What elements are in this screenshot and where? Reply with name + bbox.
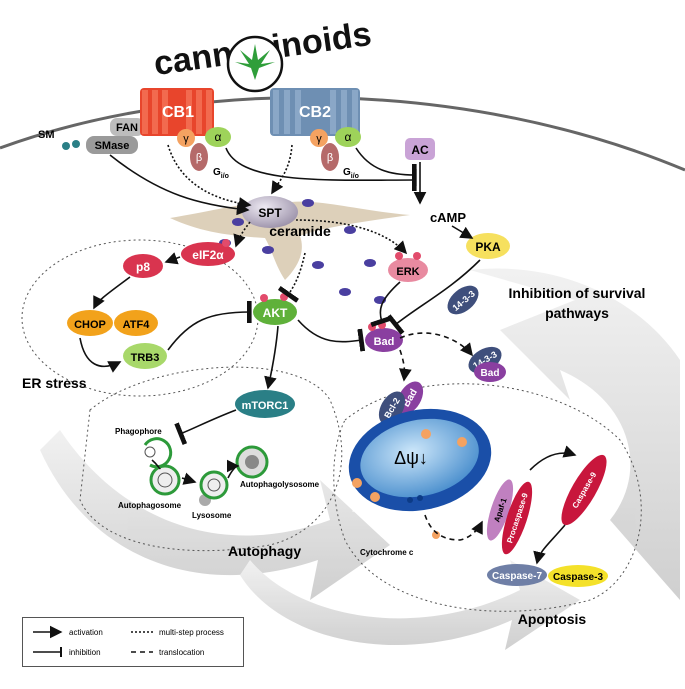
cb2-gio-label: Gi/o <box>343 167 359 180</box>
ac-label: AC <box>411 143 429 157</box>
cb2-beta-label: β <box>327 152 333 164</box>
inhibition-label-line2: pathways <box>545 305 609 321</box>
mtorc1-node <box>235 390 295 418</box>
delta-psi-label: Δψ↓ <box>394 448 428 468</box>
spt-node <box>242 196 298 228</box>
akt-label: AKT <box>263 306 288 320</box>
sm-label: SM <box>38 129 55 141</box>
cb2-alpha-subunit <box>335 127 361 147</box>
smase-box <box>86 136 138 154</box>
cb2-label: CB2 <box>299 104 331 121</box>
phospho-erk-1 <box>395 252 403 260</box>
legend-activation-label: activation <box>69 628 103 637</box>
caspase3-label: Caspase-3 <box>553 572 603 583</box>
caspase9-node <box>561 454 607 526</box>
caspase7-node <box>487 564 547 586</box>
spt-label: SPT <box>258 206 282 220</box>
bad-label: Bad <box>374 336 395 348</box>
phagophore-icon <box>143 437 173 469</box>
mitochondrion <box>348 408 492 512</box>
cb2-receptor <box>270 88 360 136</box>
fan-box <box>110 118 144 136</box>
phospho-bad-2 <box>378 321 386 329</box>
pathway-edges <box>79 144 577 565</box>
beta-label: β <box>196 152 202 164</box>
cb2-alpha-label: α <box>345 130 352 144</box>
phospho-bad-1 <box>368 323 376 331</box>
caspase3-node <box>548 565 608 587</box>
erk-node <box>388 258 428 282</box>
trb3-node <box>123 343 167 369</box>
smase-label: SMase <box>95 140 130 152</box>
autophagolysosome-icon <box>235 445 269 479</box>
bad-complex <box>474 362 506 382</box>
autophagy-label: Autophagy <box>228 543 301 559</box>
cb1-receptor <box>140 88 214 136</box>
gamma-label: γ <box>183 133 189 145</box>
autophagosome-label: Autophagosome <box>118 501 182 510</box>
p8-node <box>123 254 163 278</box>
fan-label: FAN <box>116 122 138 134</box>
legend-translocation-label: translocation <box>159 648 204 657</box>
camp-label: cAMP <box>430 210 466 225</box>
lysosome-icon <box>199 470 229 506</box>
eif2a-label: eIF2α <box>192 248 224 262</box>
caspase7-label: Caspase-7 <box>492 571 542 582</box>
inhibition-label-line1: Inhibition of survival <box>509 285 646 301</box>
legend-svg: activation inhibition multi-step process… <box>33 625 224 657</box>
legend: activation inhibition multi-step process… <box>22 617 244 667</box>
phagophore-label: Phagophore <box>115 427 162 436</box>
beta-subunit <box>190 143 208 171</box>
eif2a-node <box>181 242 235 266</box>
cytochrome-c-label: Cytochrome c <box>360 548 414 557</box>
atf4-node <box>114 310 158 336</box>
autophagy-region <box>79 366 343 552</box>
phospho-akt-2 <box>280 293 288 301</box>
cb1-label: CB1 <box>162 104 194 121</box>
phospho-erk-2 <box>413 252 421 260</box>
chop-node <box>67 310 113 336</box>
legend-inhibition-label: inhibition <box>69 648 101 657</box>
alpha-subunit <box>205 127 231 147</box>
pka-label: PKA <box>475 240 501 254</box>
chop-label: CHOP <box>74 319 106 331</box>
pt-pore-label: PT Pore <box>352 505 382 514</box>
pka-node <box>466 233 510 259</box>
procaspase9-node <box>501 481 533 555</box>
sm-lipid-icon <box>62 140 80 150</box>
er-stress-label: ER stress <box>22 375 87 391</box>
cannabis-leaf-icon <box>226 35 284 93</box>
er-membrane-shape <box>170 201 410 280</box>
akt-node <box>253 299 297 325</box>
trb3-label: TRB3 <box>131 352 160 364</box>
cb2-beta-subunit <box>321 143 339 171</box>
autophagolysosome-label: Autophagolysosome <box>240 480 320 489</box>
gamma-subunit <box>177 129 195 147</box>
cb2-gamma-label: γ <box>316 133 322 145</box>
bad-complex-label: Bad <box>481 368 500 379</box>
phospho-akt-1 <box>260 294 268 302</box>
legend-multistep-label: multi-step process <box>159 628 224 637</box>
p1433-node <box>447 285 479 315</box>
ceramide-label: ceramide <box>269 223 331 239</box>
p8-label: p8 <box>136 260 150 274</box>
mtorc1-label: mTORC1 <box>242 400 289 412</box>
lysosome-label: Lysosome <box>192 511 232 520</box>
background-sweep-arrows <box>40 268 680 650</box>
apoptosis-label: Apoptosis <box>518 611 587 627</box>
alpha-label: α <box>215 130 222 144</box>
cb2-gamma-subunit <box>310 129 328 147</box>
erk-label: ERK <box>396 266 419 278</box>
apaf1-node <box>486 479 514 541</box>
autophagosome-icon <box>149 464 181 496</box>
atf4-label: ATF4 <box>123 319 151 331</box>
cb1-gio-label: Gi/o <box>213 167 229 180</box>
ac-box <box>405 138 435 160</box>
phospho-eif2a <box>222 239 230 247</box>
